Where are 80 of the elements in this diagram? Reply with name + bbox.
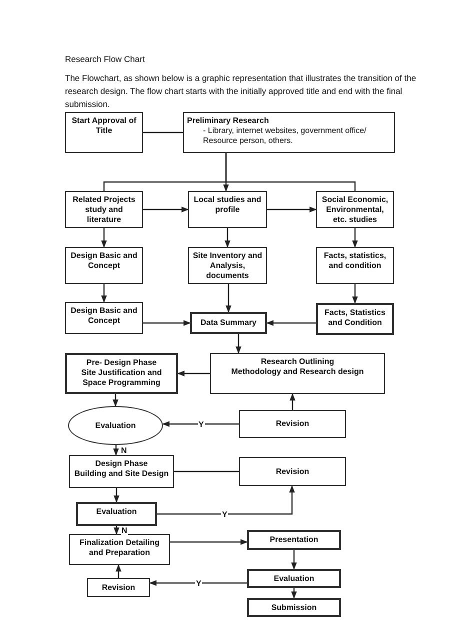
- process-box: [247, 598, 341, 617]
- intro-paragraph: The Flowchart, as shown below is a graphic representation that illustrates the transition of the research design. The flow chart starts with the initially approved title and end with the final submission.: [65, 72, 418, 112]
- box-text: Building and Site Design: [74, 469, 169, 479]
- arrow: [352, 228, 358, 248]
- arrow: [236, 334, 242, 354]
- arrow: [149, 580, 247, 586]
- arrow: [226, 284, 232, 313]
- process-box: [316, 303, 394, 335]
- box-label: Submission: [271, 602, 317, 612]
- box-label: Design Basic and Concept: [70, 306, 138, 326]
- research-box: [183, 112, 395, 153]
- arrow: [101, 228, 107, 248]
- arrow: [352, 284, 358, 304]
- arrow: [291, 588, 297, 599]
- connector-line: [225, 153, 356, 191]
- box-label: Evaluation: [96, 507, 137, 517]
- start-box: [65, 112, 143, 153]
- box-text: Site Justification and Space Programming: [80, 368, 163, 388]
- arrow: [112, 394, 118, 407]
- box-label: Presentation: [270, 535, 318, 545]
- box-label: Finalization Detailing and Preparation: [78, 538, 160, 558]
- edge-label: Y: [221, 510, 228, 518]
- edge-label: N: [120, 446, 128, 454]
- box-label: Data Summary: [200, 318, 257, 328]
- process-box: [65, 191, 143, 228]
- arrow: [224, 228, 230, 248]
- box-label: Social Economic, Environmental, etc. studies: [320, 195, 390, 225]
- process-box: [76, 502, 157, 526]
- process-box: [65, 302, 143, 334]
- process-box: [188, 191, 267, 228]
- page-title: Research Flow Chart: [65, 54, 145, 64]
- arrow: [177, 370, 210, 376]
- arrow: [113, 445, 119, 456]
- arrow: [266, 320, 316, 326]
- box-label: Revision: [102, 582, 136, 592]
- process-box: [239, 457, 346, 486]
- process-box: [87, 578, 150, 597]
- box-label: Site Inventory and Analysis, documents: [192, 251, 263, 281]
- arrow: [291, 550, 297, 570]
- arrow: [157, 485, 295, 515]
- box-label: Evaluation: [95, 420, 136, 430]
- process-box: [65, 353, 178, 394]
- box-heading: Design Phase: [95, 459, 148, 469]
- connector-line: [143, 132, 183, 134]
- arrow: [101, 284, 107, 303]
- arrow: [290, 393, 296, 410]
- box-label: Local studies and profile: [192, 195, 262, 215]
- box-heading: Research Outlining: [260, 357, 334, 367]
- process-box: [190, 312, 267, 334]
- arrow: [162, 421, 239, 427]
- arrow: [114, 488, 120, 503]
- process-box: [210, 353, 385, 394]
- box-text: - Library, internet websites, government office/ Resource person, others.: [202, 126, 368, 146]
- box-label: Revision: [276, 419, 310, 429]
- box-label: Revision: [276, 466, 310, 476]
- box-heading: Preliminary Research: [187, 116, 269, 126]
- box-label: Related Projects study and literature: [72, 195, 136, 225]
- arrow: [116, 564, 122, 578]
- arrow: [170, 539, 248, 545]
- arrow: [114, 526, 120, 535]
- arrow: [267, 206, 317, 212]
- process-box: [316, 247, 394, 284]
- process-box: [247, 569, 341, 588]
- box-label: Evaluation: [274, 574, 314, 584]
- process-box: [69, 455, 174, 488]
- box-label: Facts, statistics, and condition: [322, 251, 388, 271]
- arrow: [143, 320, 191, 326]
- box-heading: Pre- Design Phase: [86, 358, 157, 368]
- arrow: [143, 206, 189, 212]
- process-box: [69, 534, 170, 565]
- box-label: Facts, Statistics and Condition: [324, 308, 386, 328]
- process-box: [247, 530, 341, 550]
- edge-label: Y: [195, 578, 202, 588]
- edge-label: Y: [198, 420, 205, 428]
- process-box: [65, 247, 143, 284]
- box-label: Start Approval of Title: [70, 116, 138, 136]
- box-label: Design Basic and Concept: [70, 251, 138, 271]
- connector-line: [174, 470, 239, 472]
- box-text: Methodology and Research design: [231, 367, 364, 377]
- process-box: [239, 410, 346, 438]
